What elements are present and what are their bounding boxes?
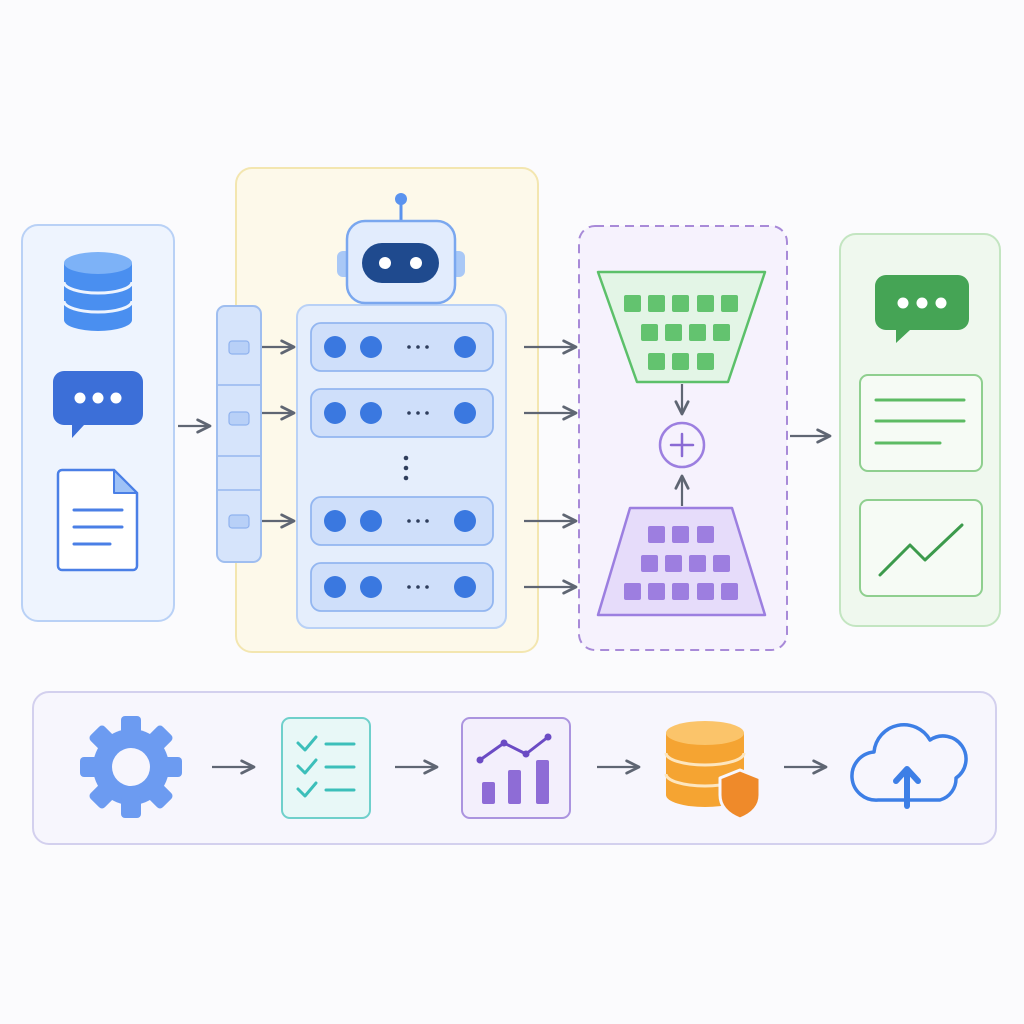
decoder-cell — [721, 583, 738, 600]
token-slot — [228, 411, 250, 426]
expert-row — [310, 388, 494, 438]
output-panel — [839, 233, 1001, 627]
encoder-cell — [689, 324, 706, 341]
decoder-cell — [624, 583, 641, 600]
encoder-cell — [648, 353, 665, 370]
text-document-icon — [859, 374, 983, 472]
expert-row — [310, 562, 494, 612]
input-panel — [21, 224, 175, 622]
expert-row — [310, 322, 494, 372]
document-icon — [56, 468, 139, 572]
add-operator-icon — [658, 421, 706, 469]
decoder-cell — [672, 583, 689, 600]
decoder-cell — [697, 583, 714, 600]
decoder-cell — [648, 583, 665, 600]
settings-gear-icon — [80, 716, 182, 818]
expert-node — [454, 336, 476, 358]
encoder-cell — [624, 295, 641, 312]
vertical-ellipsis-icon — [403, 455, 409, 481]
decoder-cell — [697, 526, 714, 543]
encoder-cell — [672, 295, 689, 312]
decoder-cell — [689, 555, 706, 572]
encoder-cell — [648, 295, 665, 312]
expert-node — [324, 510, 346, 532]
cloud-upload-icon — [850, 723, 968, 809]
robot-icon — [337, 193, 465, 305]
expert-node — [360, 576, 382, 598]
chat-bubble-icon — [53, 371, 143, 438]
token-slot — [228, 514, 250, 529]
encoder-cell — [641, 324, 658, 341]
token-slot — [228, 340, 250, 355]
expert-node — [360, 402, 382, 424]
encoder-cell — [721, 295, 738, 312]
encoder-cell — [713, 324, 730, 341]
expert-node — [454, 510, 476, 532]
encoder-cell — [672, 353, 689, 370]
expert-node — [324, 402, 346, 424]
secure-database-icon — [664, 721, 762, 821]
expert-node — [360, 510, 382, 532]
token-column — [216, 305, 262, 563]
decoder-trapezoid — [596, 506, 767, 617]
decoder-cell — [713, 555, 730, 572]
expert-node — [360, 336, 382, 358]
line-chart-icon — [859, 499, 983, 597]
analytics-chart-icon — [461, 717, 571, 819]
decoder-cell — [672, 526, 689, 543]
decoder-cell — [641, 555, 658, 572]
expert-node — [324, 576, 346, 598]
encoder-trapezoid — [596, 270, 767, 384]
expert-layer-stack — [296, 304, 507, 629]
decoder-cell — [665, 555, 682, 572]
checklist-icon — [281, 717, 371, 819]
encoder-cell — [697, 295, 714, 312]
encoder-cell — [697, 353, 714, 370]
database-icon — [62, 252, 134, 331]
chat-response-icon — [875, 275, 969, 343]
decoder-cell — [648, 526, 665, 543]
expert-node — [324, 336, 346, 358]
encoder-cell — [665, 324, 682, 341]
expert-node — [454, 402, 476, 424]
expert-node — [454, 576, 476, 598]
expert-row — [310, 496, 494, 546]
